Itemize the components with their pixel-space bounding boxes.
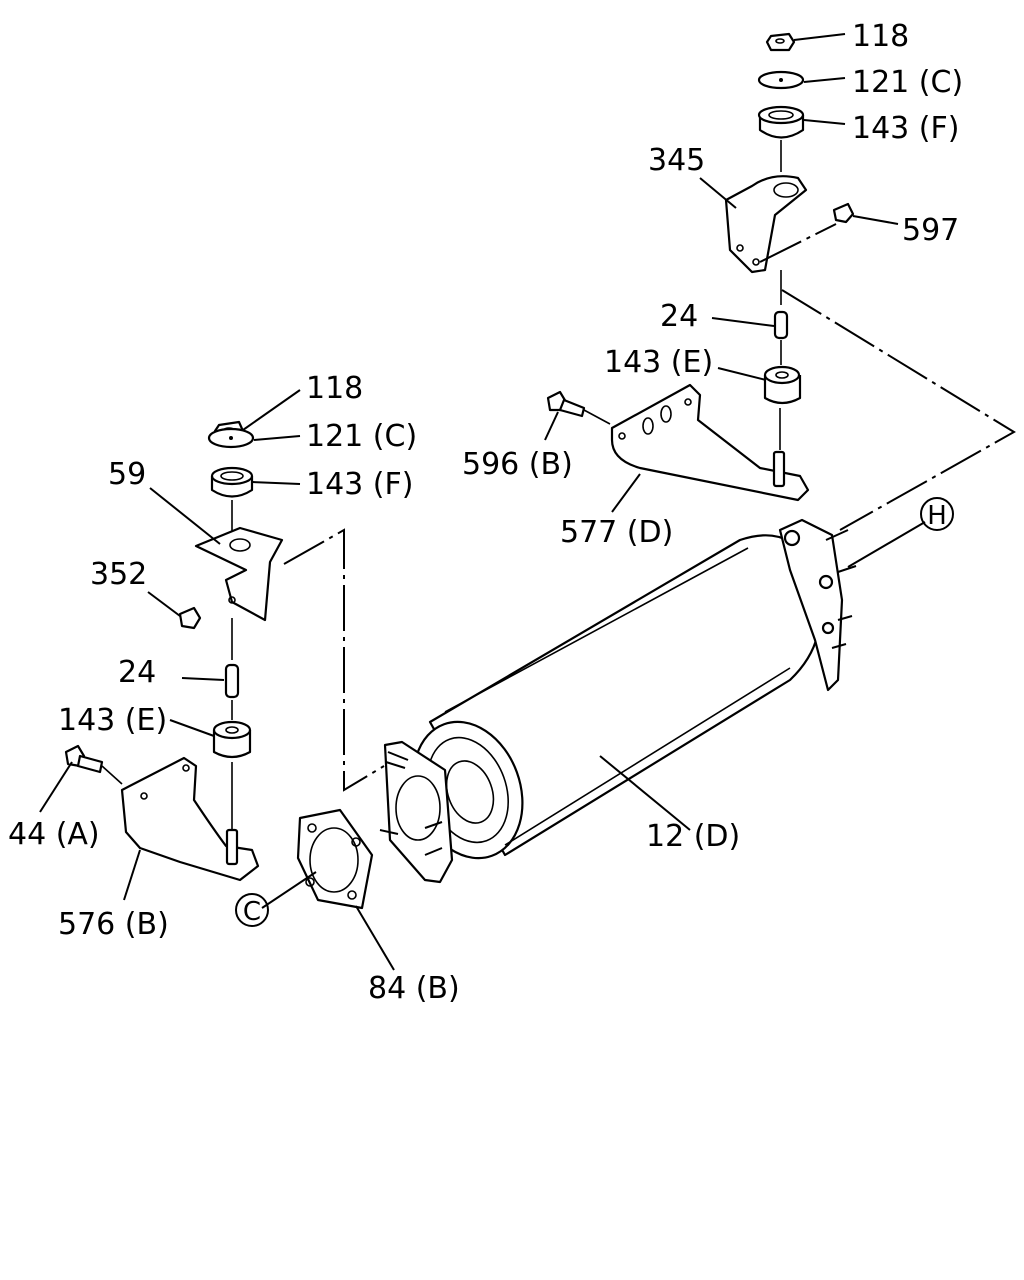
label-143f-left: 143 (F) [306, 467, 413, 502]
ref-h-letter: H [927, 501, 947, 531]
label-596b: 596 (B) [462, 447, 573, 482]
ref-c-circle [235, 893, 269, 927]
label-24-left: 24 [118, 655, 156, 690]
leader-lines [39, 33, 1016, 971]
label-143e-right: 143 (E) [604, 345, 713, 380]
label-143f-right: 143 (F) [852, 111, 959, 146]
label-44a: 44 (A) [8, 817, 100, 852]
muffler-body [412, 534, 821, 860]
gasket [296, 808, 374, 910]
ref-c-letter: C [243, 897, 261, 927]
label-143e-left: 143 (E) [58, 703, 167, 738]
label-12d: 12 (D) [646, 819, 740, 854]
label-345: 345 [648, 143, 705, 178]
label-352: 352 [90, 557, 147, 592]
label-24-right: 24 [660, 299, 698, 334]
ref-h-circle [920, 497, 954, 531]
label-577d: 577 (D) [560, 515, 673, 550]
right-mount [546, 32, 855, 502]
label-121c-right: 121 (C) [852, 65, 963, 100]
label-576b: 576 (B) [58, 907, 169, 942]
label-84b: 84 (B) [368, 971, 460, 1006]
label-597: 597 [902, 213, 959, 248]
label-118-right: 118 [852, 19, 909, 54]
inlet-flange [379, 740, 454, 884]
left-mount [64, 420, 284, 882]
label-59: 59 [108, 457, 146, 492]
label-118-left: 118 [306, 371, 363, 406]
outlet-flange [778, 518, 857, 692]
label-121c-left: 121 (C) [306, 419, 417, 454]
